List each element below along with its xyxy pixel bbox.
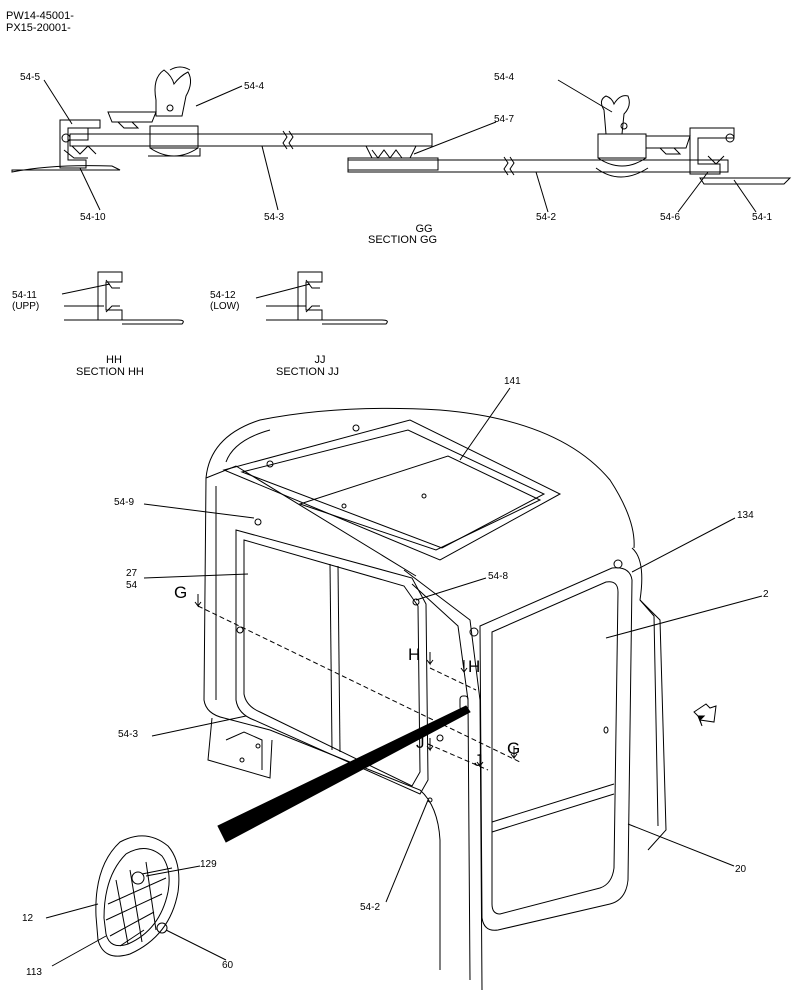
label-134: 134 xyxy=(737,510,754,521)
section-line-gg xyxy=(197,605,521,763)
marker-h-right: H xyxy=(468,657,481,676)
windshield-54 xyxy=(235,529,429,795)
glass-54-2-section xyxy=(347,159,729,173)
marker-h-left: H xyxy=(408,645,421,664)
label-60: 60 xyxy=(222,960,234,971)
right-channel xyxy=(689,127,735,175)
label-54-2-top: 54-2 xyxy=(536,212,557,223)
label-141: 141 xyxy=(504,376,521,387)
mirror-assembly xyxy=(95,835,180,957)
marker-g-right: G xyxy=(507,739,521,758)
label-54-4-right: 54-4 xyxy=(494,72,515,83)
label-54-5: 54-5 xyxy=(20,72,41,83)
leader-lines-main xyxy=(45,387,763,967)
door-lower-divider-20 xyxy=(491,783,615,823)
label-54-11-note: (UPP) xyxy=(12,301,40,312)
label-12: 12 xyxy=(22,913,34,924)
section-hh-drawing xyxy=(61,271,184,325)
door-2 xyxy=(479,567,633,931)
label-27: 27 xyxy=(126,568,138,579)
marker-j-right: J xyxy=(474,751,483,770)
label-129: 129 xyxy=(200,859,217,870)
latch-54-4-right xyxy=(595,95,691,178)
view-direction-arrow-icon xyxy=(693,703,717,727)
right-frame-flange xyxy=(699,177,792,185)
nut-129 xyxy=(131,871,145,885)
marker-j-left: J xyxy=(416,733,425,752)
break-mark xyxy=(282,130,288,150)
section-hh-title: SECTION HH xyxy=(76,366,144,378)
roof-panel-141 xyxy=(222,419,562,561)
section-jj-title: SECTION JJ xyxy=(276,366,339,378)
label-54-1: 54-1 xyxy=(752,212,773,223)
left-front-outline xyxy=(203,477,441,970)
mirror-12 xyxy=(95,835,180,957)
marker-g-left: G xyxy=(174,583,188,602)
label-54-4-left: 54-4 xyxy=(244,81,265,92)
roof-outline xyxy=(205,407,635,549)
label-54-3-main: 54-3 xyxy=(118,729,139,740)
label-54: 54 xyxy=(126,580,138,591)
serial-range-2: PX15-20001- xyxy=(6,22,71,34)
label-54-12: 54-12 xyxy=(210,290,236,301)
section-gg-code: GG xyxy=(415,223,433,235)
section-jj-code: JJ xyxy=(314,354,326,366)
section-line-hh xyxy=(429,667,477,691)
label-54-8: 54-8 xyxy=(488,571,509,582)
section-gg-drawing xyxy=(11,66,792,185)
serial-range-1: PW14-45001- xyxy=(6,10,74,22)
label-54-2-main: 54-2 xyxy=(360,902,381,913)
left-channel-54-5 xyxy=(59,119,101,169)
label-54-12-note: (LOW) xyxy=(210,301,240,312)
label-54-9: 54-9 xyxy=(114,497,135,508)
section-jj-drawing xyxy=(255,271,388,325)
label-54-10: 54-10 xyxy=(80,212,106,223)
label-2: 2 xyxy=(763,589,769,600)
label-54-11: 54-11 xyxy=(12,290,37,301)
rear-body xyxy=(631,547,667,851)
section-line-jj xyxy=(427,743,489,771)
label-20: 20 xyxy=(735,864,747,875)
glass-54-3-section xyxy=(69,133,433,147)
section-hh-code: HH xyxy=(106,354,122,366)
windshield-divider xyxy=(329,563,333,751)
label-54-6: 54-6 xyxy=(660,212,681,223)
cab-assembly xyxy=(194,407,667,991)
label-113: 113 xyxy=(26,967,42,978)
leader-lines-gg xyxy=(43,79,757,213)
cab-base-bracket xyxy=(207,717,273,779)
section-gg-title: SECTION GG xyxy=(368,234,438,246)
large-direction-arrow xyxy=(217,705,471,843)
bolt-60 xyxy=(156,922,168,934)
left-frame-flange xyxy=(11,165,121,173)
latch-54-4-left xyxy=(107,66,201,157)
label-54-7: 54-7 xyxy=(494,114,515,125)
label-54-3-top: 54-3 xyxy=(264,212,285,223)
